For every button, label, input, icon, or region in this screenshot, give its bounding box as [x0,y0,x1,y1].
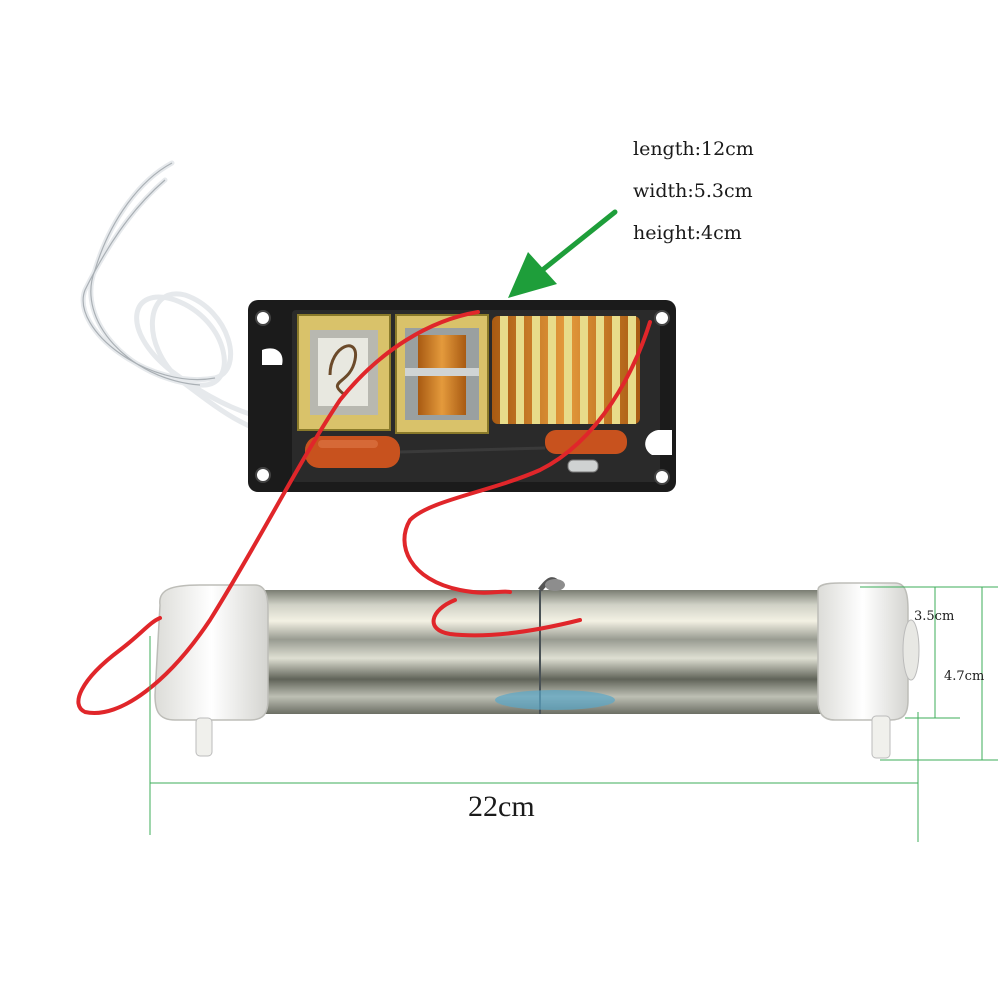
arrow-pointer-icon [508,209,618,298]
transformer-small [297,314,391,431]
spec-length-label: length:12cm [633,138,754,160]
red-wires [76,310,652,715]
transformer-copper [395,314,489,434]
spec-width-label: width:5.3cm [633,180,753,202]
capacitors [305,430,627,473]
tube-outer-diameter-label: 4.7cm [944,669,985,684]
spec-height-label: height:4cm [633,222,742,244]
ozone-tube [154,577,920,759]
tube-inner-diameter-label: 3.5cm [914,609,955,624]
dimension-lines [149,586,998,842]
hv-coil [492,316,640,424]
tube-length-label: 22cm [468,790,535,823]
